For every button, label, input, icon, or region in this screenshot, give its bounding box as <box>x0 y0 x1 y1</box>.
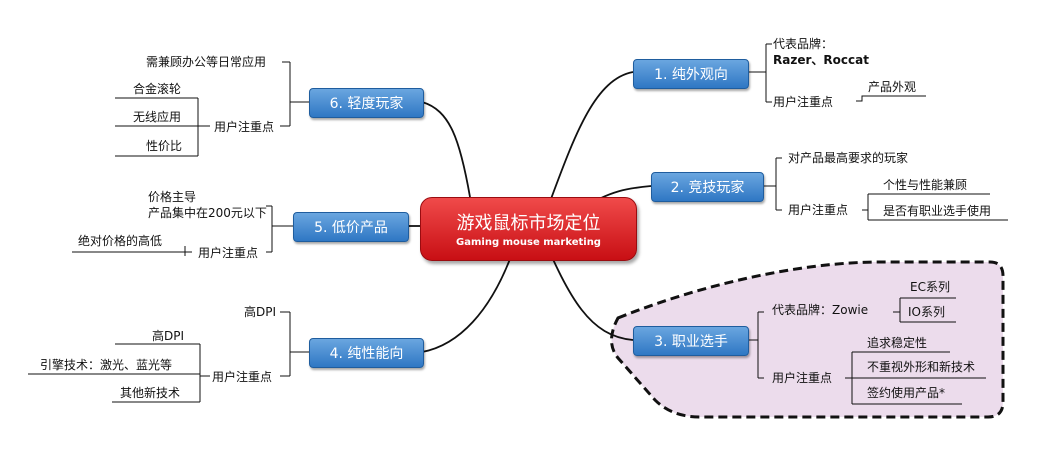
b3-brands-label: 代表品牌：Zowie <box>772 303 869 317</box>
b5-focus-label: 用户注重点 <box>198 246 259 260</box>
b3-series-item-1: EC系列 <box>910 280 950 294</box>
central-topic-title: 游戏鼠标市场定位 <box>456 213 601 234</box>
b4-focus-item-1: 高DPI <box>152 329 185 343</box>
branch-node-1-label: 1. 纯外观向 <box>654 67 728 83</box>
b4-focus-item-2: 引擎技术：激光、蓝光等 <box>40 358 173 372</box>
b4-description: 高DPI <box>244 305 277 319</box>
b6-focus-label: 用户注重点 <box>214 120 275 134</box>
branch-node-5[interactable]: 5. 低价产品 <box>293 212 409 242</box>
b6-description: 需兼顾办公等日常应用 <box>146 55 267 69</box>
b1-focus-label: 用户注重点 <box>773 95 834 109</box>
b6-focus-item-2: 无线应用 <box>133 110 182 124</box>
branch-node-5-label: 5. 低价产品 <box>314 220 388 236</box>
b5-description-line-2: 产品集中在200元以下 <box>148 206 267 220</box>
b6-focus-item-3: 性价比 <box>146 139 183 153</box>
branch-node-2-label: 2. 竞技玩家 <box>670 180 745 196</box>
b1-focus-item-1: 产品外观 <box>868 80 917 94</box>
central-topic[interactable]: 游戏鼠标市场定位 Gaming mouse marketing <box>420 197 637 261</box>
branch-node-4[interactable]: 4. 纯性能向 <box>309 338 424 368</box>
b6-focus-item-1: 合金滚轮 <box>133 82 182 96</box>
b2-focus-label: 用户注重点 <box>788 203 849 217</box>
b2-focus-item-1: 个性与性能兼顾 <box>883 178 968 192</box>
branch-node-2[interactable]: 2. 竞技玩家 <box>651 172 764 202</box>
branch-node-4-label: 4. 纯性能向 <box>329 346 404 362</box>
central-topic-subtitle: Gaming mouse marketing <box>456 237 601 248</box>
sub-branch-lines <box>28 43 1008 405</box>
b5-description-line-1: 价格主导 <box>148 190 197 204</box>
branch-node-3[interactable]: 3. 职业选手 <box>633 326 749 356</box>
b3-series-item-2: IO系列 <box>908 305 945 319</box>
b3-focus-item-2: 不重视外形和新技术 <box>867 360 976 374</box>
b5-focus-item-1: 绝对价格的高低 <box>78 234 163 248</box>
b2-focus-item-2: 是否有职业选手使用 <box>883 204 992 218</box>
b4-focus-item-3: 其他新技术 <box>120 386 181 400</box>
b1-brands: Razer、Roccat <box>773 53 869 67</box>
branch-node-6[interactable]: 6. 轻度玩家 <box>309 88 424 118</box>
b3-focus-item-3: 签约使用产品* <box>867 386 946 400</box>
b1-brands-label: 代表品牌： <box>773 37 834 51</box>
b3-focus-item-1: 追求稳定性 <box>867 336 928 350</box>
b2-description: 对产品最高要求的玩家 <box>788 151 909 165</box>
b4-focus-label: 用户注重点 <box>212 370 273 384</box>
b3-focus-label: 用户注重点 <box>772 371 833 385</box>
branch-node-1[interactable]: 1. 纯外观向 <box>633 59 749 89</box>
branch-node-3-label: 3. 职业选手 <box>654 334 728 350</box>
branch-node-6-label: 6. 轻度玩家 <box>329 96 404 112</box>
